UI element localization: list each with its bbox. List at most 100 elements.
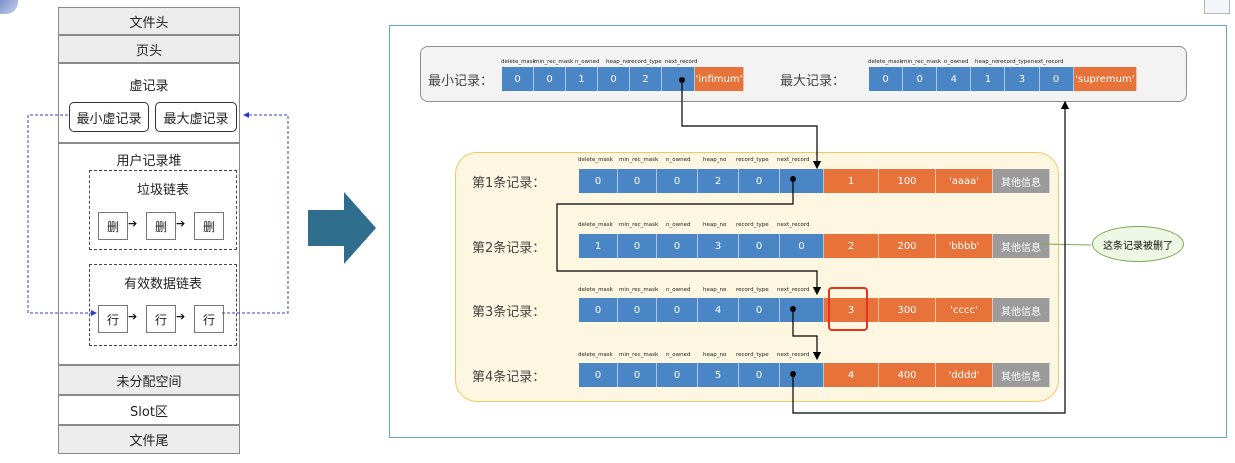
garbage-cell: 删 bbox=[194, 212, 224, 240]
arrow-right-icon: ➔ bbox=[128, 217, 138, 230]
max-field-cell: 3 bbox=[1005, 67, 1040, 91]
field-header: next_record bbox=[777, 157, 810, 163]
field-header: delete_mask bbox=[868, 59, 903, 65]
deleted-record-highlight bbox=[828, 287, 868, 331]
record-field-cell: 0 bbox=[780, 234, 824, 258]
user-record-heap-section: 用户记录堆 垃圾链表 删 ➔ 删 ➔ 删 有效数据链表 行 ➔ 行 ➔ 行 bbox=[58, 143, 240, 365]
field-header: heap_no bbox=[703, 222, 727, 228]
free-space: 未分配空间 bbox=[58, 365, 240, 395]
field-header: next_record bbox=[1031, 59, 1064, 65]
field-header: next_record bbox=[665, 59, 698, 65]
record-field-cell: 0 bbox=[618, 234, 657, 258]
field-header: heap_no bbox=[975, 59, 999, 65]
field-header: record_type bbox=[629, 59, 662, 65]
garbage-cell: 删 bbox=[98, 212, 128, 240]
field-header: delete_mask bbox=[578, 352, 613, 358]
record-data-cell: 2 bbox=[824, 234, 879, 258]
record-label: 第1条记录： bbox=[472, 176, 546, 191]
pointer-dot bbox=[679, 77, 685, 83]
field-header: heap_no bbox=[703, 287, 727, 293]
record-field-cell: 0 bbox=[618, 363, 657, 387]
min-data-cell: 'infimum' bbox=[695, 67, 744, 91]
field-header: record_type bbox=[736, 287, 769, 293]
record-extra-info-cell: 其他信息 bbox=[993, 169, 1050, 193]
file-header: 文件头 bbox=[58, 7, 240, 35]
slot-area: Slot区 bbox=[58, 395, 240, 425]
arrow-right-icon: ➔ bbox=[176, 217, 186, 230]
field-header: delete_mask bbox=[501, 59, 536, 65]
valid-row-cell: 行 bbox=[146, 305, 176, 333]
record-data-cell: 300 bbox=[879, 298, 936, 322]
field-header: record_type bbox=[998, 59, 1031, 65]
max-field-cell: 0 bbox=[903, 67, 938, 91]
corner-decoration-icon bbox=[0, 0, 18, 14]
record-field-cell: 0 bbox=[739, 169, 780, 193]
record-label: 第2条记录： bbox=[472, 241, 546, 256]
min-field-cell: 0 bbox=[502, 67, 534, 91]
valid-row-cell: 行 bbox=[194, 305, 224, 333]
record-field-cell: 5 bbox=[698, 363, 739, 387]
record-field-cell: 0 bbox=[618, 298, 657, 322]
record-data-cell: 100 bbox=[879, 169, 936, 193]
field-header: delete_mask bbox=[578, 287, 613, 293]
record-field-cell: 0 bbox=[618, 169, 657, 193]
user-records-box bbox=[455, 152, 1059, 402]
field-header: heap_no bbox=[606, 59, 630, 65]
record-field-cell bbox=[780, 169, 824, 193]
record-data-cell: 3 bbox=[824, 298, 879, 322]
record-field-cell bbox=[780, 363, 824, 387]
field-header: n_owned bbox=[666, 287, 691, 293]
max-virtual-record: 最大虚记录 bbox=[155, 102, 237, 132]
record-field-cell: 0 bbox=[739, 363, 780, 387]
min-record-row: 0 0 1 0 2 'infimum' bbox=[502, 67, 758, 91]
deleted-callout: 这条记录被删了 bbox=[1092, 226, 1184, 262]
pointer-dot bbox=[790, 306, 796, 312]
max-record-row: 0 0 4 1 3 0 'supremum' bbox=[869, 67, 1137, 91]
record-field-cell: 1 bbox=[579, 234, 618, 258]
field-header: n_owned bbox=[666, 222, 691, 228]
diagram-frame: 最小记录： delete_mask min_rec_mask n_owned h… bbox=[389, 25, 1227, 438]
arrow-right-icon: ➔ bbox=[176, 310, 186, 323]
left-link-lines bbox=[27, 112, 289, 316]
page-structure: 文件头 页头 虚记录 最小虚记录 最大虚记录 用户记录堆 垃圾链表 删 ➔ 删 … bbox=[58, 7, 240, 454]
record-label: 第3条记录： bbox=[472, 305, 546, 320]
max-field-cell: 0 bbox=[869, 67, 904, 91]
page-header: 页头 bbox=[58, 35, 240, 63]
max-record-label: 最大记录： bbox=[780, 74, 846, 89]
record-field-cell: 4 bbox=[698, 298, 739, 322]
min-field-cell: 0 bbox=[534, 67, 566, 91]
record-field-cell: 0 bbox=[739, 298, 780, 322]
field-header: min_rec_mask bbox=[902, 59, 942, 65]
field-header: record_type bbox=[736, 157, 769, 163]
record-data-cell: 4 bbox=[824, 363, 879, 387]
virtual-records-section: 虚记录 最小虚记录 最大虚记录 bbox=[58, 63, 240, 143]
valid-row-cell: 行 bbox=[98, 305, 128, 333]
field-header: min_rec_mask bbox=[619, 157, 659, 163]
record-data-cell: 'dddd' bbox=[936, 363, 993, 387]
valid-list-title: 有效数据链表 bbox=[123, 277, 202, 292]
record-extra-info-cell: 其他信息 bbox=[993, 298, 1050, 322]
garbage-list-box: 垃圾链表 删 ➔ 删 ➔ 删 bbox=[89, 170, 237, 250]
field-header: record_type bbox=[736, 352, 769, 358]
record-data-cell: 'aaaa' bbox=[936, 169, 993, 193]
record-field-cell: 0 bbox=[657, 169, 698, 193]
record-label: 第4条记录： bbox=[472, 370, 546, 385]
record-extra-info-cell: 其他信息 bbox=[993, 234, 1050, 258]
field-header: n_owned bbox=[666, 157, 691, 163]
max-field-cell: 0 bbox=[1039, 67, 1074, 91]
min-field-cell: 1 bbox=[566, 67, 598, 91]
record-data-cell: 400 bbox=[879, 363, 936, 387]
record-extra-info-cell: 其他信息 bbox=[993, 363, 1050, 387]
field-header: next_record bbox=[777, 287, 810, 293]
field-header: next_record bbox=[777, 352, 810, 358]
record-field-cell: 0 bbox=[657, 363, 698, 387]
record-field-cell bbox=[780, 298, 824, 322]
pointer-dot bbox=[790, 176, 796, 182]
record-data-cell: 'bbbb' bbox=[936, 234, 993, 258]
max-field-cell: 1 bbox=[971, 67, 1006, 91]
field-header: n_owned bbox=[575, 59, 600, 65]
